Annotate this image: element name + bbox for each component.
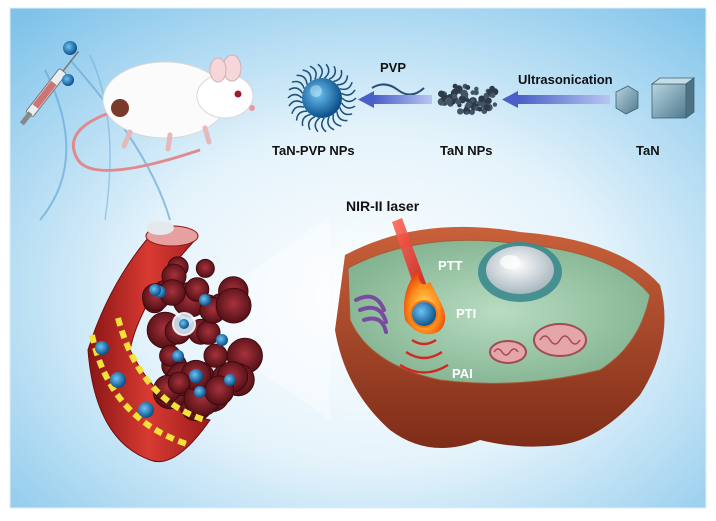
tan-pvp-nanoparticle bbox=[287, 63, 357, 133]
arrow-pvp-coating bbox=[358, 91, 432, 108]
pvp-label: PVP bbox=[380, 60, 407, 75]
laser-beam bbox=[392, 218, 432, 304]
ultrasonication-label: Ultrasonication bbox=[518, 72, 613, 87]
tan-label: TaN bbox=[636, 143, 660, 158]
pvp-polymer-icon bbox=[371, 83, 425, 96]
tumor-vessel-illustration bbox=[87, 221, 263, 463]
acoustic-wave-icon bbox=[399, 338, 449, 374]
tumor-cell-illustration bbox=[335, 226, 665, 448]
arrow-ultrasonication bbox=[502, 91, 610, 108]
nir-laser-label: NIR-II laser bbox=[346, 198, 420, 214]
tan-nps-label: TaN NPs bbox=[440, 143, 493, 158]
ptt-label: PTT bbox=[438, 258, 463, 273]
tan-bulk-cubes bbox=[615, 77, 696, 119]
magnify-cone bbox=[185, 215, 330, 420]
tan-nps-cluster bbox=[437, 83, 499, 115]
pti-label: PTI bbox=[456, 306, 477, 321]
mouse-illustration bbox=[19, 41, 255, 221]
tan-pvp-nps-label: TaN-PVP NPs bbox=[272, 143, 355, 158]
heat-flame-icon bbox=[403, 270, 446, 335]
pai-label: PAI bbox=[452, 366, 473, 381]
